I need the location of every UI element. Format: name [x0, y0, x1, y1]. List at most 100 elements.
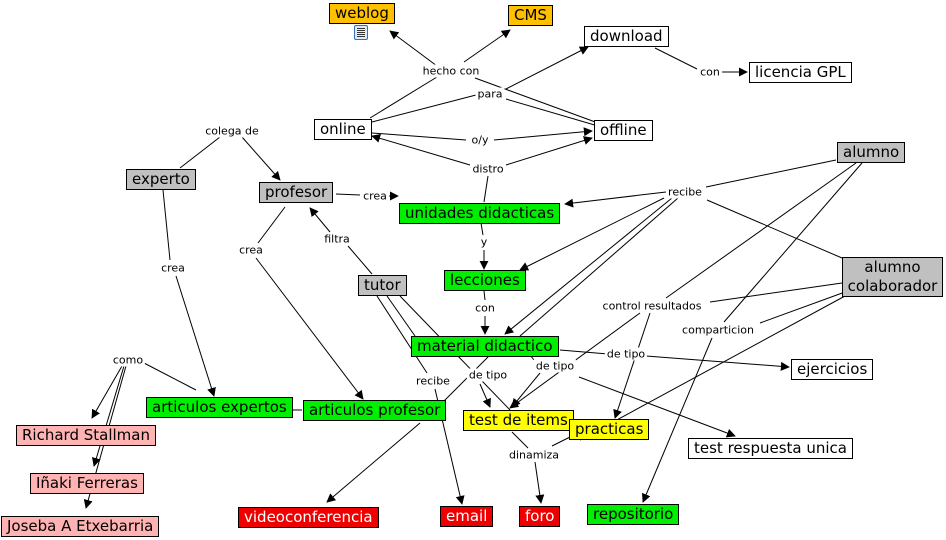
node-test-respuesta-unica[interactable]: test respuesta unica [688, 438, 853, 459]
connector-dinamiza-from-test [511, 431, 529, 449]
node-online[interactable]: online [314, 119, 372, 140]
connector-recibe-from-colab [706, 199, 843, 259]
connector-para-to-download [505, 46, 589, 90]
link-label-o-y[interactable]: o/y [469, 133, 491, 147]
node-lecciones[interactable]: lecciones [444, 270, 526, 291]
link-label-y[interactable]: y [478, 235, 490, 249]
connector-distro-from-unidades [483, 175, 489, 203]
node-experto[interactable]: experto [126, 169, 196, 190]
node-richard-stallman[interactable]: Richard Stallman [16, 425, 156, 446]
connector-hecho-con-to-cms [463, 29, 511, 63]
connector-tutor-to-recibe [376, 295, 428, 374]
node-ejercicios[interactable]: ejercicios [791, 359, 874, 380]
node-repositorio[interactable]: repositorio [587, 504, 680, 525]
link-label-crea-unidades[interactable]: crea [361, 189, 389, 203]
link-label-recibe-tutor[interactable]: recibe [414, 374, 452, 388]
connector-crea-to-art-profesor [255, 257, 364, 400]
connector-de-tipo-2-to-test [511, 372, 541, 408]
node-test-de-items[interactable]: test de items [463, 410, 574, 431]
link-label-como[interactable]: como [110, 353, 146, 367]
connector-crea-from-experto [162, 189, 171, 261]
link-label-de-tipo-2[interactable]: de tipo [533, 359, 577, 373]
connector-como-from-art [141, 361, 197, 391]
node-tutor[interactable]: tutor [358, 275, 407, 296]
node-unidades-didacticas[interactable]: unidades didacticas [399, 203, 561, 224]
connector-de-tipo-to-test [479, 383, 491, 408]
connector-colega-from-experto [179, 136, 221, 169]
node-foro[interactable]: foro [519, 506, 561, 527]
connector-crea-from-profesor-2 [257, 206, 286, 244]
node-inaki-ferreras[interactable]: Iñaki Ferreras [30, 473, 144, 494]
connector-como-to-stallman [91, 365, 123, 419]
connector-recibe-to-material-2 [519, 197, 679, 337]
node-practicas[interactable]: practicas [569, 419, 650, 440]
connector-recibe-to-lecciones [519, 197, 665, 271]
connector-como-from-colab [579, 295, 846, 441]
node-licencia-gpl[interactable]: licencia GPL [749, 62, 852, 83]
connector-comparticion-from-colab [759, 291, 846, 324]
connector-de-tipo-2-to-unica [578, 376, 736, 438]
node-cms[interactable]: CMS [508, 5, 553, 26]
link-label-de-tipo-test[interactable]: de tipo [466, 368, 510, 382]
connector-control-to-practicas [613, 312, 651, 419]
connector-colega-to-profesor [241, 136, 281, 181]
link-label-crea-profesor[interactable]: crea [237, 243, 265, 257]
node-profesor[interactable]: profesor [259, 182, 334, 203]
connector-material-to-artprof [439, 354, 491, 406]
connector-con-from-download [654, 47, 698, 70]
node-videoconferencia[interactable]: videoconferencia [238, 507, 379, 528]
node-alumno-colaborador[interactable]: alumno colaborador [842, 257, 943, 297]
connector-oy-from-online [371, 132, 467, 141]
connector-para-from-online [371, 94, 477, 123]
connector-filtra-from-tutor [347, 245, 373, 275]
link-label-filtra[interactable]: filtra [322, 232, 352, 246]
connector-filtra-to-profesor [309, 207, 331, 233]
connector-de-tipo-from-material [559, 349, 609, 355]
connector-hecho-con-from-offline [474, 77, 599, 124]
link-label-control-resultados[interactable]: control resultados [600, 299, 704, 313]
link-label-hecho-con[interactable]: hecho con [420, 64, 482, 78]
link-label-para[interactable]: para [475, 87, 505, 101]
connector-hecho-con-from-online [369, 76, 438, 119]
connector-crea-from-profesor [335, 193, 361, 196]
connector-recibe-from-alumno [705, 159, 837, 188]
node-material-didactico[interactable]: material didactico [411, 336, 559, 357]
connector-tutor-to-material-1 [386, 295, 416, 337]
connector-recibe-to-material [504, 197, 673, 335]
connector-comparticion-to-repo [641, 337, 713, 503]
node-articulos-profesor[interactable]: articulos profesor [303, 400, 447, 421]
connector-crea-to-art-expertos [175, 275, 216, 397]
connector-distro-to-offline [505, 136, 593, 166]
link-label-con-gpl[interactable]: con [698, 65, 722, 79]
node-offline[interactable]: offline [594, 120, 653, 141]
connector-hecho-con-to-weblog [389, 30, 438, 67]
connector-comparticion-from-alumno [723, 162, 863, 323]
node-articulos-expertos[interactable]: articulos expertos [146, 397, 293, 418]
node-joseba-a-etxebarria[interactable]: Joseba A Etxebarria [1, 516, 160, 537]
node-weblog[interactable]: weblog [329, 3, 395, 24]
link-label-dinamiza[interactable]: dinamiza [506, 448, 562, 462]
node-download[interactable]: download [584, 26, 669, 47]
link-label-distro[interactable]: distro [470, 162, 506, 176]
link-label-recibe-alumno[interactable]: recibe [666, 185, 704, 199]
link-label-de-tipo-ejercicios[interactable]: de tipo [604, 347, 648, 361]
connector-de-tipo-to-ejercicios [645, 355, 790, 371]
connector-artprof-to-videoconf [326, 422, 421, 503]
connector-con-from-lecciones [483, 290, 486, 301]
link-label-colega-de[interactable]: colega de [203, 124, 261, 138]
document-attachment-icon[interactable] [354, 25, 368, 40]
connector-dinamiza-to-foro [534, 461, 545, 504]
connector-y-from-unidades [480, 222, 484, 236]
connector-control-from-colab [709, 282, 843, 303]
connector-control-from-alumno [665, 162, 857, 299]
connector-recibe-to-unidades [564, 191, 667, 208]
connector-para-from-offline [505, 98, 599, 127]
link-label-con-material[interactable]: con [473, 301, 497, 315]
connector-distro-to-online [371, 133, 471, 166]
link-label-comparticion[interactable]: comparticion [680, 323, 756, 337]
node-email[interactable]: email [440, 506, 494, 527]
node-alumno[interactable]: alumno [837, 142, 906, 163]
link-label-crea-experto[interactable]: crea [159, 261, 187, 275]
connector-oy-to-offline [493, 127, 593, 141]
